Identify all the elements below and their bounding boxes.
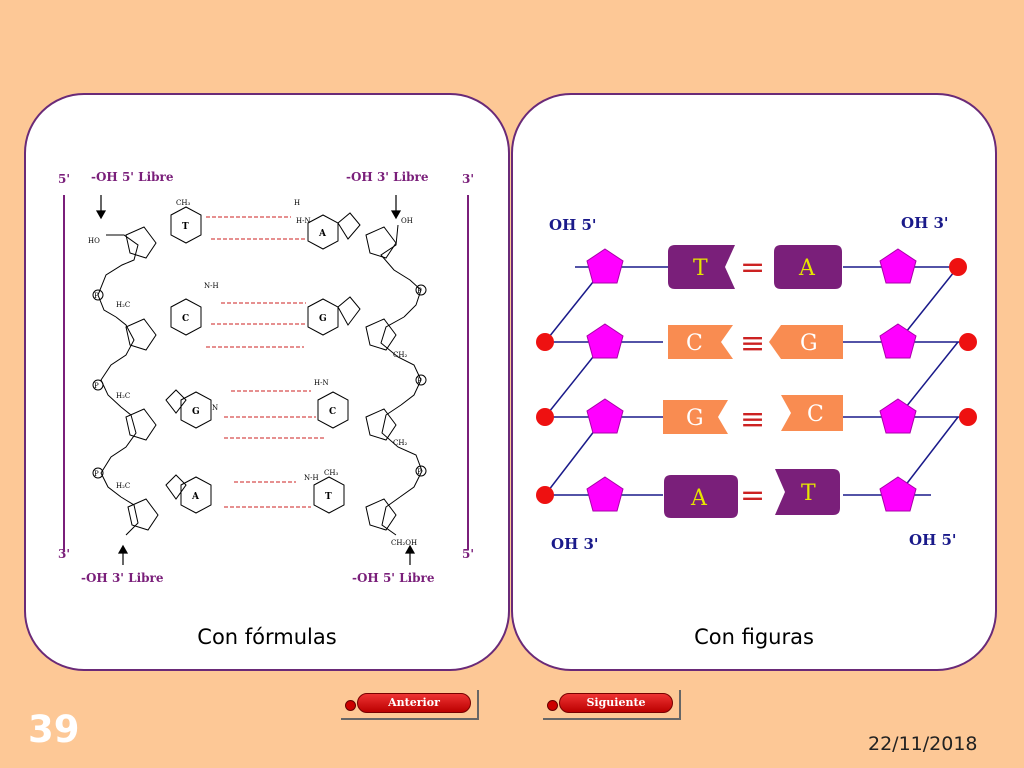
svg-text:CH₂OH: CH₂OH xyxy=(391,539,417,547)
formula-base-left-3: G xyxy=(192,407,200,417)
previous-button-label[interactable]: Anterior xyxy=(357,693,471,713)
figure-end-label-top-right: OH 3' xyxy=(901,214,949,232)
previous-button-frame xyxy=(341,690,479,720)
figure-base-right-1: A xyxy=(798,256,816,281)
strand-label-bottom-right: 5' xyxy=(462,547,474,561)
svg-text:P: P xyxy=(417,468,422,476)
svg-text:H₂C: H₂C xyxy=(116,392,130,400)
formula-base-right-3: C xyxy=(329,407,336,417)
end-label-top-left: -OH 5' Libre xyxy=(91,170,174,184)
svg-text:H-N: H-N xyxy=(296,217,311,225)
previous-bullet-icon xyxy=(345,700,356,711)
formula-base-left-4: A xyxy=(191,492,200,502)
svg-text:CH₃: CH₃ xyxy=(176,199,190,207)
svg-text:H₂C: H₂C xyxy=(116,301,130,309)
figure-bond-4: = xyxy=(740,478,765,513)
svg-text:P: P xyxy=(417,377,422,385)
svg-text:N-H: N-H xyxy=(204,282,219,290)
formulas-caption: Con fórmulas xyxy=(197,625,337,649)
strand-label-top-left: 5' xyxy=(58,172,70,186)
svg-text:H₂C: H₂C xyxy=(116,482,130,490)
svg-text:P: P xyxy=(417,287,422,295)
figure-base-left-3: G xyxy=(686,406,704,431)
figure-end-label-bottom-right: OH 5' xyxy=(909,531,957,549)
formula-base-right-2: G xyxy=(319,314,327,324)
figure-base-right-3: C xyxy=(807,402,824,427)
svg-text:N-H: N-H xyxy=(304,474,319,482)
figure-bond-3: ≡ xyxy=(740,402,765,437)
svg-text:CH₂: CH₂ xyxy=(393,351,407,359)
next-bullet-icon xyxy=(547,700,558,711)
svg-text:P: P xyxy=(94,382,99,390)
figure-base-right-4: T xyxy=(801,481,816,506)
svg-text:OH: OH xyxy=(401,217,413,225)
figure-base-left-4: A xyxy=(690,486,708,511)
svg-text:P: P xyxy=(94,470,99,478)
figure-base-left-2: C xyxy=(686,331,703,356)
slide-number: 39 xyxy=(28,708,80,751)
svg-text:CH₃: CH₃ xyxy=(324,469,338,477)
end-label-bottom-right: -OH 5' Libre xyxy=(352,571,435,585)
strand-label-top-right: 3' xyxy=(462,172,474,186)
formula-base-left-1: T xyxy=(182,222,189,232)
figure-end-label-bottom-left: OH 3' xyxy=(551,535,599,553)
formulas-panel: 5' 3' 3' 5' -OH 5' Libre -OH 3' Libre -O… xyxy=(24,93,510,671)
formula-base-right-1: A xyxy=(318,229,327,239)
figure-base-left-1: T xyxy=(693,256,708,281)
figure-bond-2: ≡ xyxy=(740,326,765,361)
svg-text:H: H xyxy=(294,199,300,207)
dna-formula-diagram: 5' 3' 3' 5' -OH 5' Libre -OH 3' Libre -O… xyxy=(58,170,474,585)
figures-caption: Con figuras xyxy=(694,625,814,649)
svg-text:HO: HO xyxy=(88,237,100,245)
next-button-frame xyxy=(543,690,681,720)
next-button-label[interactable]: Siguiente xyxy=(559,693,673,713)
figure-end-label-top-left: OH 5' xyxy=(549,216,597,234)
end-label-bottom-left: -OH 3' Libre xyxy=(81,571,164,585)
svg-text:N: N xyxy=(212,404,218,412)
svg-text:CH₂: CH₂ xyxy=(393,439,407,447)
figures-panel: T A C G G C A T = ≡ ≡ = OH 5' OH 3' OH 3… xyxy=(511,93,997,671)
formula-base-right-4: T xyxy=(325,492,332,502)
svg-text:H-N: H-N xyxy=(314,379,329,387)
figure-bond-1: = xyxy=(740,250,765,285)
dna-figure-diagram: T A C G G C A T = ≡ ≡ = OH 5' OH 3' OH 3… xyxy=(536,214,977,553)
next-button[interactable]: Siguiente xyxy=(543,690,681,720)
svg-text:P: P xyxy=(94,292,99,300)
previous-button[interactable]: Anterior xyxy=(341,690,479,720)
strand-label-bottom-left: 3' xyxy=(58,547,70,561)
slide-date: 22/11/2018 xyxy=(868,733,978,755)
end-label-top-right: -OH 3' Libre xyxy=(346,170,429,184)
figure-base-right-2: G xyxy=(800,331,818,356)
formula-base-left-2: C xyxy=(182,314,189,324)
